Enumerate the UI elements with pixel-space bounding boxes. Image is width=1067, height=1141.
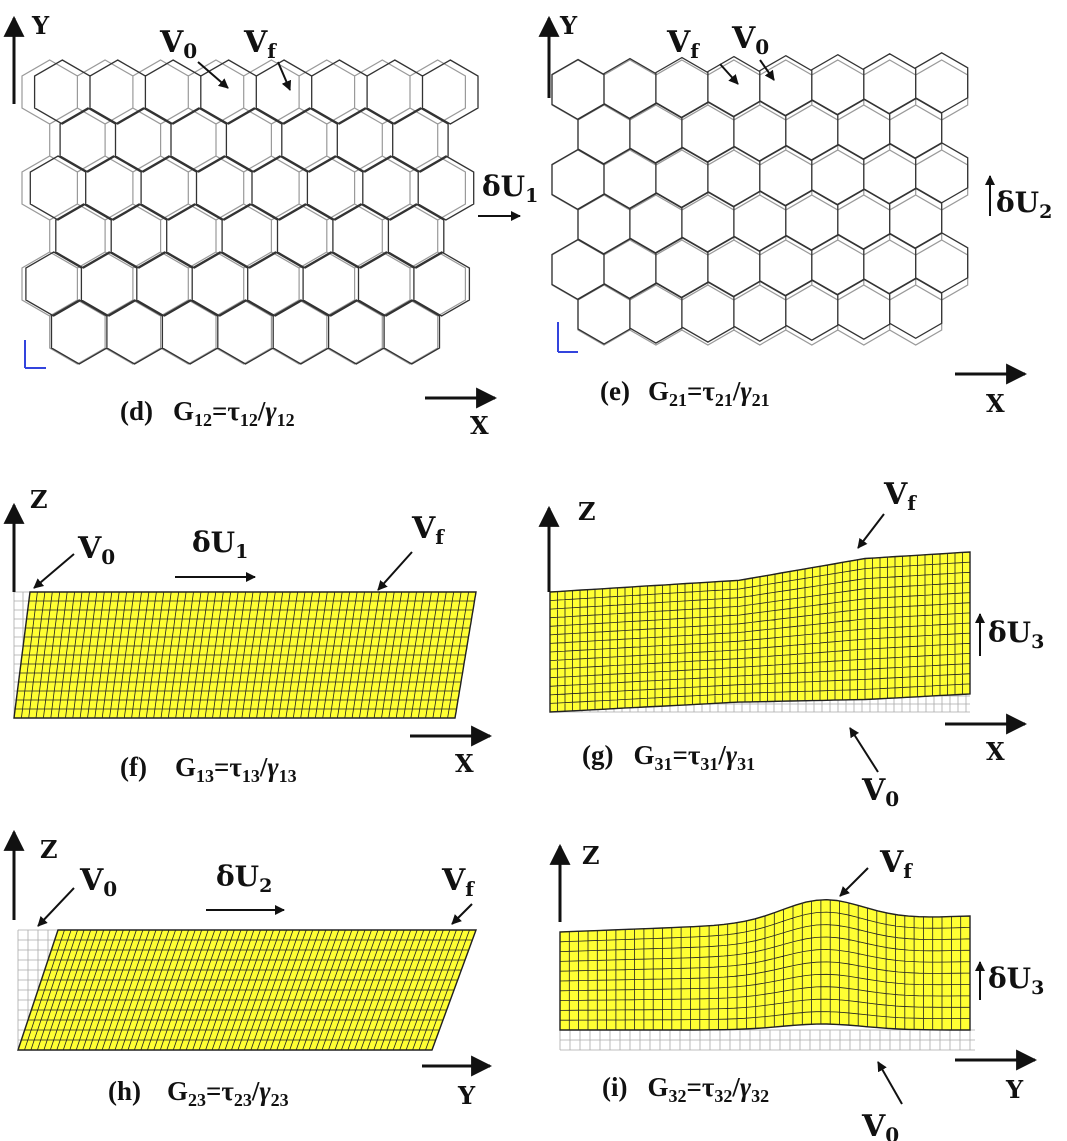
mini-triad-icon	[557, 322, 578, 353]
v0-pointer	[37, 887, 75, 927]
caption-i: (i)G32=τ32/γ32	[602, 1072, 769, 1106]
v0-pointer	[33, 553, 75, 589]
panel-g-mesh-g31: Z X Vf V0 δU3 (g)G31=τ31/γ31	[538, 477, 1044, 811]
load-label: δU3	[988, 616, 1044, 653]
mesh-grid-lines	[549, 551, 971, 713]
vf-pointer	[839, 867, 869, 897]
vf-pointer	[377, 551, 413, 591]
caption-d: (d)G12=τ12/γ12	[120, 396, 295, 430]
honeycomb-mesh-e	[551, 52, 969, 346]
v0-label: V0	[159, 25, 197, 63]
caption-f: (f)G13=τ13/γ13	[120, 752, 297, 786]
load-label: δU1	[192, 526, 248, 563]
axis-up-label: Z	[578, 497, 596, 526]
axis-up-label: Y	[31, 11, 50, 40]
vf-label: Vf	[243, 25, 277, 63]
undeformed-hex-mesh	[21, 59, 466, 365]
vf-label: Vf	[879, 845, 913, 883]
mesh-grid-lines	[13, 591, 477, 719]
axis-up-label: Y	[559, 11, 578, 40]
mini-triad-icon	[24, 340, 46, 369]
yellow-mesh-f	[13, 591, 477, 719]
caption-e: (e)G21=τ21/γ21	[600, 376, 770, 410]
vf-label: Vf	[883, 477, 917, 515]
undeformed-grid	[559, 1029, 975, 1051]
v0-pointer	[759, 59, 775, 81]
caption-h: (h)G23=τ23/γ23	[108, 1076, 289, 1110]
vf-pointer	[719, 63, 739, 85]
load-label: δU1	[482, 170, 538, 207]
v0-label: V0	[79, 863, 117, 901]
vf-pointer	[451, 903, 473, 925]
axis-up-label: Z	[30, 485, 48, 514]
axis-right-label: X	[455, 749, 474, 778]
vf-label: Vf	[411, 511, 445, 549]
axis-up-label: Z	[40, 835, 58, 864]
vf-label: Vf	[666, 25, 700, 63]
load-label: δU2	[216, 860, 272, 897]
mesh-grid-lines	[17, 929, 477, 1051]
panel-h-mesh-g23: Z Y V0 Vf δU2 (h)G23=τ23/γ23	[3, 829, 493, 1110]
yellow-mesh-h	[17, 929, 478, 1051]
deformed-hex-mesh	[25, 59, 479, 365]
panel-e-honeycomb-g21: Y X V0 Vf δU2 (e)G21=τ21/γ21	[538, 11, 1052, 418]
v0-label: V0	[861, 773, 899, 811]
vf-pointer	[857, 513, 885, 549]
axis-right-label: Y	[1005, 1075, 1024, 1104]
vf-pointer	[277, 61, 292, 91]
v0-label: V0	[731, 21, 769, 59]
axis-up-label: Z	[582, 841, 600, 870]
deformed-hex-mesh	[551, 52, 969, 345]
load-label: δU2	[996, 186, 1052, 223]
yellow-mesh-g	[549, 551, 971, 713]
yellow-mesh-i	[559, 898, 975, 1051]
v0-pointer	[849, 727, 879, 773]
mesh-grid-lines	[559, 899, 971, 1031]
vf-label: Vf	[441, 863, 475, 901]
honeycomb-mesh-d	[21, 59, 479, 365]
v0-pointer	[197, 61, 229, 89]
v0-pointer	[877, 1061, 903, 1105]
panel-d-honeycomb-g12: Y X V0 Vf δU1 (d)G12=τ12/γ12	[3, 11, 538, 440]
load-label: δU3	[988, 962, 1044, 999]
panel-i-mesh-g32: Z Y Vf V0 δU3 (i)G32=τ32/γ32	[549, 841, 1044, 1141]
axis-right-label: Y	[457, 1081, 476, 1110]
caption-g: (g)G31=τ31/γ31	[582, 740, 755, 774]
axis-right-label: X	[470, 411, 489, 440]
v0-label: V0	[861, 1109, 899, 1141]
v0-label: V0	[77, 531, 115, 569]
undeformed-hex-mesh	[551, 59, 969, 346]
panel-f-mesh-g13: Z X V0 Vf δU1 (f)G13=τ13/γ13	[3, 485, 493, 786]
axis-right-label: X	[986, 737, 1005, 766]
axis-right-label: X	[986, 389, 1005, 418]
